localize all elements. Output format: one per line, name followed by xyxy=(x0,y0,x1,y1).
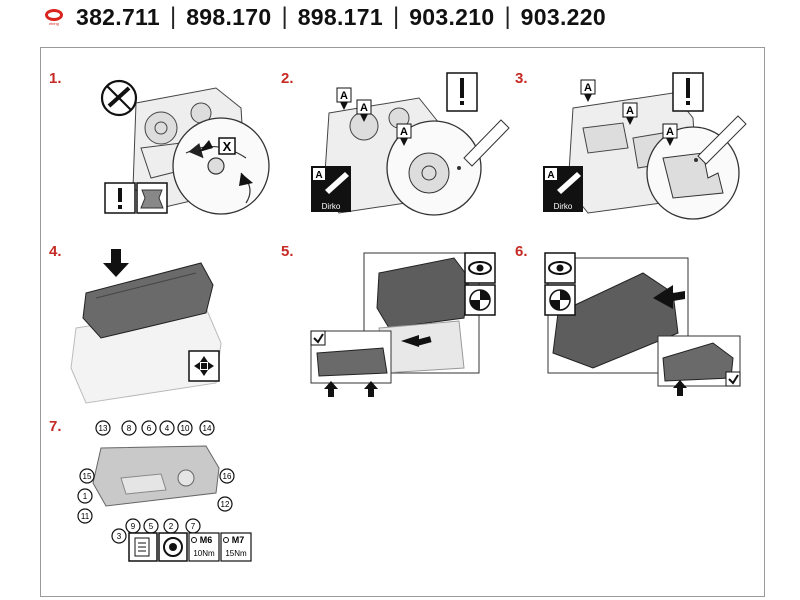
step-6-illustration xyxy=(544,252,741,396)
torque-label-m6: M6 xyxy=(200,535,213,545)
torque-label-m7: M7 xyxy=(232,535,245,545)
label-a: A xyxy=(666,126,674,138)
step-3: 3. A A A xyxy=(513,48,763,228)
step-3-illustration: A A A A Dirko xyxy=(543,72,747,220)
elring-logo: elring xyxy=(40,6,68,28)
label-a: A xyxy=(584,82,592,94)
separator: | xyxy=(281,3,288,30)
part-number: 898.170 xyxy=(186,3,272,30)
bolt-number: 12 xyxy=(221,500,230,509)
step-4: 4. xyxy=(41,233,281,404)
separator: | xyxy=(392,3,400,30)
label-a: A xyxy=(360,102,368,114)
up-arrow-icon xyxy=(364,381,378,397)
bolt-number: 2 xyxy=(169,522,174,531)
step-number: 2. xyxy=(281,70,294,87)
bolt-number: 4 xyxy=(165,424,170,433)
down-arrow-icon xyxy=(103,249,129,277)
part-number: 382.711 xyxy=(76,3,160,30)
step-5: 5. xyxy=(279,233,514,403)
label-x: X xyxy=(223,139,232,154)
step-1-illustration: X xyxy=(100,79,270,215)
bolt-callout xyxy=(141,420,157,436)
step-number: 7. xyxy=(49,418,62,435)
bolt-number: 1 xyxy=(83,492,88,501)
bolt-number: 14 xyxy=(203,424,212,433)
part-number: 898.171 xyxy=(297,3,383,30)
bolt-number: 10 xyxy=(181,424,190,433)
instruction-sheet: 1. X xyxy=(40,47,765,597)
bolt-callout xyxy=(77,488,93,504)
bolt-number: 3 xyxy=(117,532,122,541)
bolt-callout xyxy=(95,420,111,436)
step-number: 1. xyxy=(49,70,62,87)
bolt-number: 5 xyxy=(149,522,154,531)
step-number: 5. xyxy=(281,243,294,260)
bolt-callout xyxy=(121,420,137,436)
bolt-number: 15 xyxy=(83,472,92,481)
step-4-illustration xyxy=(70,249,222,404)
bolt-callout xyxy=(219,468,235,484)
step-1: 1. X xyxy=(41,48,281,228)
svg-text:A: A xyxy=(315,170,322,181)
bolt-callout xyxy=(79,468,95,484)
sealant-name: Dirko xyxy=(554,202,573,211)
step-number: 6. xyxy=(515,243,528,260)
bolt-callout xyxy=(77,508,93,524)
step-6: 6. xyxy=(513,233,763,403)
bolt-callout xyxy=(177,420,193,436)
bolt-callout xyxy=(199,420,215,436)
step-2: 2. A A A xyxy=(279,48,514,228)
bolt-number: 6 xyxy=(147,424,152,433)
header: elring 382.711 | 898.170 | 898.171 | 903… xyxy=(40,2,606,32)
bolt-number: 7 xyxy=(191,522,196,531)
bolt-number: 11 xyxy=(81,512,90,521)
bolt-callout xyxy=(111,528,127,544)
part-number: 903.220 xyxy=(520,3,606,30)
up-arrow-icon xyxy=(673,380,687,396)
left-arrow-icon xyxy=(401,335,419,347)
step-number: 3. xyxy=(515,70,528,87)
bolt-number: 9 xyxy=(131,522,136,531)
bolt-callout xyxy=(159,420,175,436)
part-number: 903.210 xyxy=(409,3,495,30)
bolt-callout xyxy=(217,496,233,512)
up-arrow-icon xyxy=(324,381,338,397)
separator: | xyxy=(169,3,177,30)
label-a: A xyxy=(340,90,348,102)
step-number: 4. xyxy=(49,243,62,260)
check-icon xyxy=(725,371,741,387)
label-a: A xyxy=(626,105,634,117)
label-a: A xyxy=(400,126,408,138)
torque-value-m7: 15Nm xyxy=(225,549,247,558)
svg-text:A: A xyxy=(547,170,554,181)
bolt-number: 13 xyxy=(99,424,108,433)
bolt-number: 16 xyxy=(223,472,232,481)
step-2-illustration: A A A A Dirko xyxy=(311,72,510,216)
bolt-number: 8 xyxy=(127,424,132,433)
separator: | xyxy=(504,3,511,30)
sealant-name: Dirko xyxy=(322,202,341,211)
left-arrow-icon xyxy=(653,285,685,309)
torque-value-m6: 10Nm xyxy=(193,549,215,558)
step-5-illustration xyxy=(310,252,496,397)
check-icon xyxy=(310,330,326,346)
